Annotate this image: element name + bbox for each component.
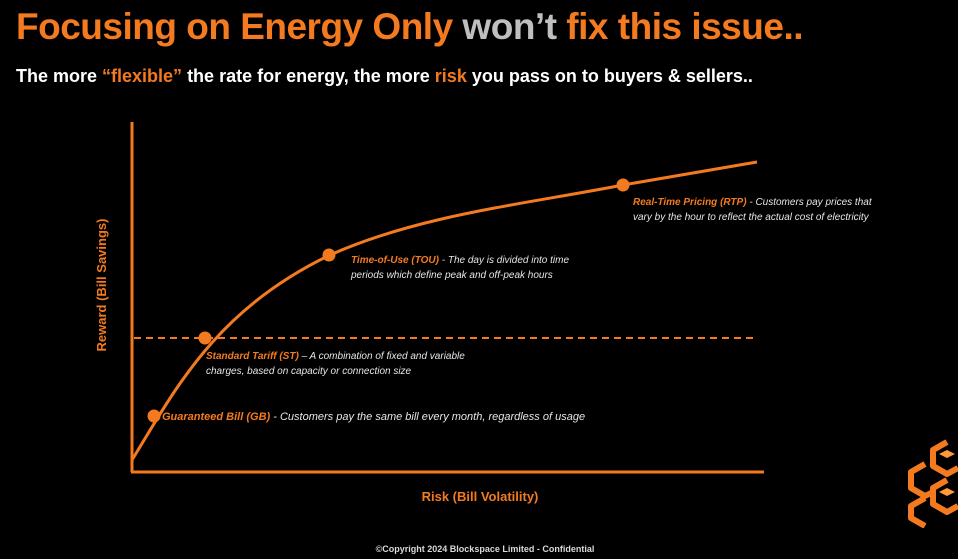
- annotation-rtp: Real-Time Pricing (RTP) - Customers pay …: [633, 197, 873, 208]
- annotation-rtp-description-2: vary by the hour to reflect the actual c…: [633, 212, 870, 223]
- annotation-tou-description-1: The day is divided into time: [448, 255, 570, 266]
- annotation-st-name: Standard Tariff (ST): [206, 351, 299, 362]
- annotation-st-separator: –: [299, 351, 310, 362]
- subtitle-part-3: the rate for energy, the more: [182, 66, 435, 86]
- annotation-rtp-name: Real-Time Pricing (RTP): [633, 197, 747, 208]
- x-axis-label: Risk (Bill Volatility): [422, 489, 539, 504]
- subtitle-part-1: The more: [16, 66, 103, 86]
- title-part-1: Focusing on Energy Only: [16, 6, 453, 47]
- annotation-tou-name: Time-of-Use (TOU): [351, 255, 440, 266]
- annotation-rtp-separator: -: [747, 197, 756, 208]
- subtitle-part-5: you pass on to buyers & sellers..: [466, 66, 753, 86]
- title-part-3: fix this issue..: [556, 6, 804, 47]
- annotation-gb-separator: -: [270, 411, 280, 423]
- point-marker-gb: [147, 409, 161, 423]
- annotation-st-description-2: charges, based on capacity or connection…: [206, 366, 412, 377]
- y-axis-label: Reward (Bill Savings): [94, 219, 109, 352]
- point-marker-st: [198, 331, 212, 345]
- annotation-st: Standard Tariff (ST) – A combination of …: [206, 351, 465, 362]
- annotation-rtp-description-1: Customers pay prices that: [755, 197, 872, 208]
- annotation-gb-name: Guaranteed Bill (GB): [162, 411, 271, 423]
- annotation-gb: Guaranteed Bill (GB) - Customers pay the…: [162, 411, 585, 423]
- subtitle-part-2: “flexible”: [102, 66, 183, 86]
- blockspace-logo-icon: [908, 439, 958, 528]
- title-part-2: won’t: [452, 6, 557, 47]
- point-marker-tou: [322, 248, 336, 262]
- page-subtitle: The more “flexible” the rate for energy,…: [16, 66, 753, 87]
- annotation-gb-description: Customers pay the same bill every month,…: [280, 411, 585, 423]
- page-title: Focusing on Energy Only won’t fix this i…: [16, 6, 804, 48]
- annotation-tou-description-2: periods which define peak and off-peak h…: [350, 270, 553, 281]
- annotation-st-description-1: A combination of fixed and variable: [309, 351, 466, 362]
- point-marker-rtp: [616, 178, 630, 192]
- annotation-tou-separator: -: [439, 255, 448, 266]
- annotation-tou: Time-of-Use (TOU) - The day is divided i…: [351, 255, 569, 266]
- subtitle-part-4: risk: [434, 66, 467, 86]
- footer-copyright: ©Copyright 2024 Blockspace Limited - Con…: [375, 544, 595, 554]
